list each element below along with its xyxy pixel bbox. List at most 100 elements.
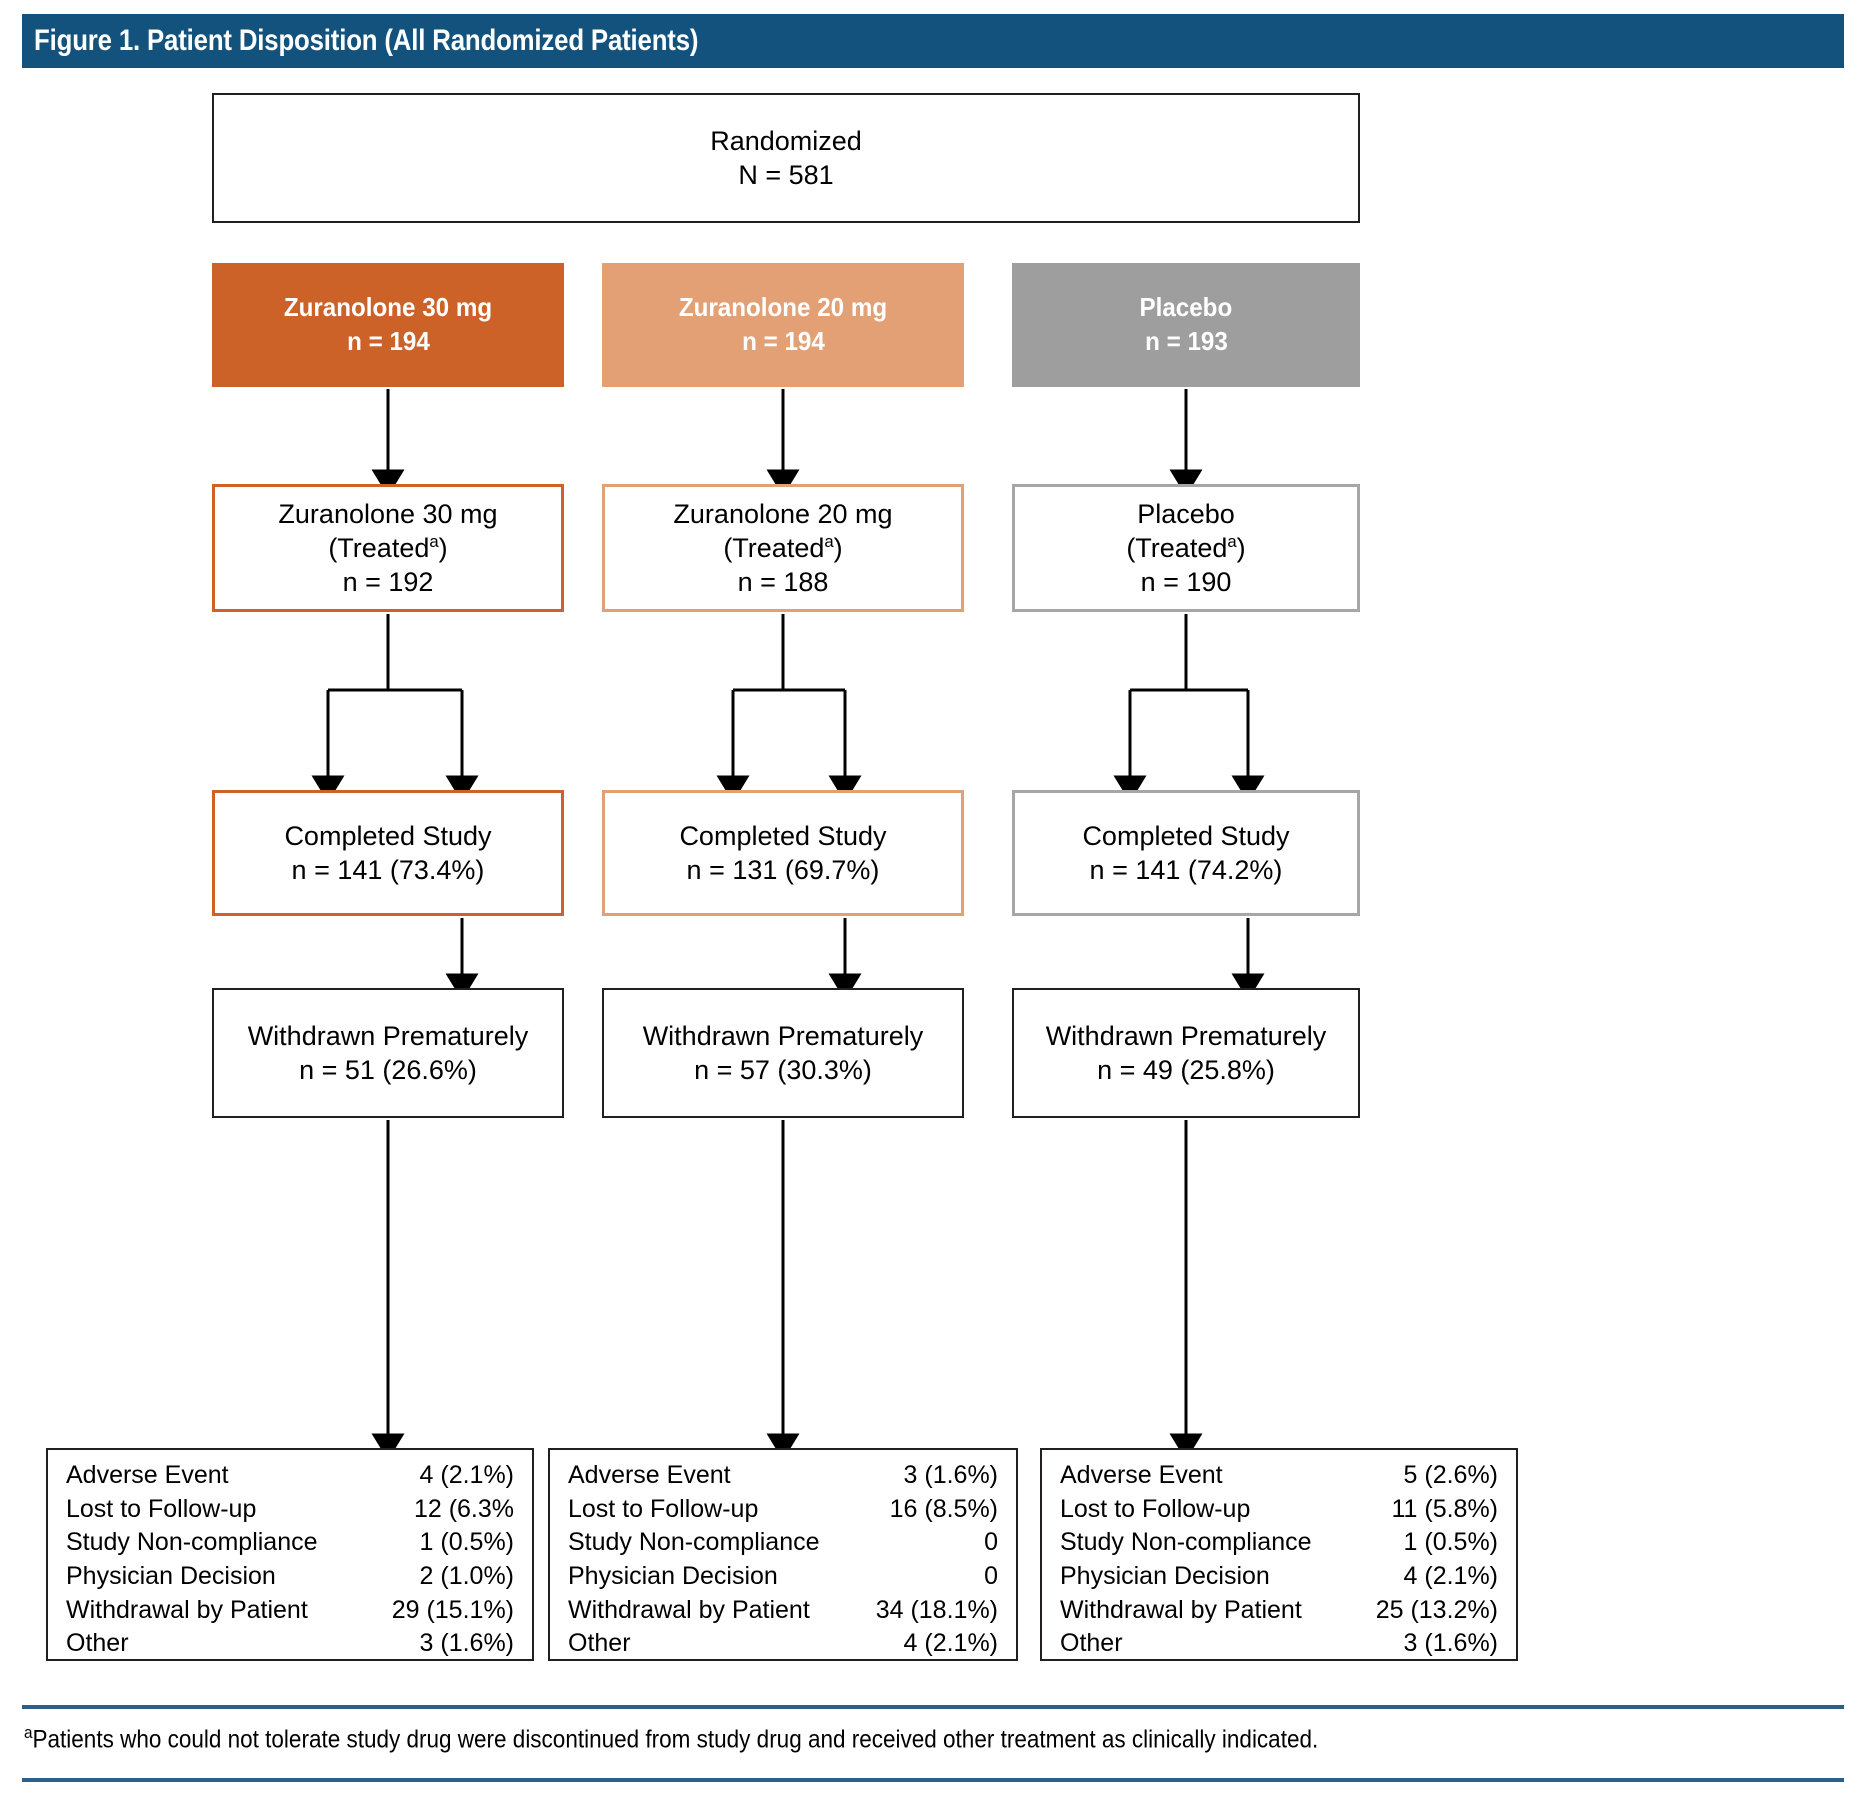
list-item: Lost to Follow-up 12 (6.3%	[66, 1493, 514, 1527]
withdrawn-count: n = 51 (26.6%)	[299, 1055, 477, 1085]
reason-value: 0	[984, 1561, 998, 1590]
group-header-label: Placebo	[1139, 292, 1233, 323]
treated-count: n = 192	[342, 567, 434, 597]
completed-label: Completed Study	[284, 820, 492, 851]
reason-label: Adverse Event	[1060, 1461, 1223, 1489]
list-item: Physician Decision 4 (2.1%)	[1060, 1560, 1498, 1594]
group-header-label: Zuranolone 30 mg	[283, 292, 493, 323]
footnote-rule-bottom	[22, 1778, 1844, 1782]
list-item: Study Non-compliance 1 (0.5%)	[66, 1526, 514, 1560]
reason-value: 12 (6.3%	[413, 1494, 514, 1523]
list-item: Lost to Follow-up 11 (5.8%)	[1060, 1493, 1498, 1527]
list-item: Study Non-compliance 0	[568, 1526, 998, 1560]
reason-value: 5 (2.6%)	[1403, 1461, 1498, 1489]
reason-label: Lost to Follow-up	[1060, 1494, 1251, 1523]
reason-label: Other	[568, 1629, 631, 1658]
withdrawn-count: n = 49 (25.8%)	[1097, 1055, 1275, 1085]
reason-label: Other	[1060, 1629, 1123, 1658]
group-header-label: Zuranolone 20 mg	[678, 292, 888, 323]
treated-box-zuranolone20: Zuranolone 20 mg (Treateda) n = 188	[602, 484, 964, 612]
reason-value: 3 (1.6%)	[1403, 1629, 1498, 1658]
list-item: Adverse Event 4 (2.1%)	[66, 1459, 514, 1493]
reason-value: 4 (2.1%)	[1403, 1561, 1498, 1590]
reason-label: Lost to Follow-up	[66, 1494, 257, 1523]
randomized-count: N = 581	[738, 160, 834, 190]
reason-value: 0	[984, 1528, 998, 1557]
reason-label: Withdrawal by Patient	[66, 1595, 308, 1624]
treated-label: Zuranolone 30 mg	[278, 498, 498, 529]
withdrawn-box-zuranolone20: Withdrawn Prematurely n = 57 (30.3%)	[602, 988, 964, 1118]
treated-box-placebo: Placebo (Treateda) n = 190	[1012, 484, 1360, 612]
withdrawn-label: Withdrawn Prematurely	[642, 1020, 924, 1051]
group-header-placebo: Placebo n = 193	[1012, 263, 1360, 387]
figure-title-banner: Figure 1. Patient Disposition (All Rando…	[22, 14, 1844, 68]
reason-label: Study Non-compliance	[66, 1528, 318, 1557]
reason-value: 29 (15.1%)	[391, 1595, 514, 1624]
withdrawn-box-placebo: Withdrawn Prematurely n = 49 (25.8%)	[1012, 988, 1360, 1118]
completed-label: Completed Study	[679, 820, 887, 851]
reason-value: 25 (13.2%)	[1375, 1595, 1498, 1624]
group-header-count: n = 194	[346, 326, 430, 356]
completed-count: n = 141 (73.4%)	[291, 855, 485, 885]
list-item: Withdrawal by Patient 34 (18.1%)	[568, 1594, 998, 1628]
treated-sublabel: (Treateda)	[328, 531, 448, 563]
list-item: Withdrawal by Patient 29 (15.1%)	[66, 1594, 514, 1628]
treated-count: n = 188	[737, 567, 829, 597]
treated-box-zuranolone30: Zuranolone 30 mg (Treateda) n = 192	[212, 484, 564, 612]
list-item: Study Non-compliance 1 (0.5%)	[1060, 1526, 1498, 1560]
list-item: Withdrawal by Patient 25 (13.2%)	[1060, 1594, 1498, 1628]
group-header-count: n = 194	[741, 326, 825, 356]
footnote-marker-a: a	[1227, 531, 1237, 551]
group-header-zuranolone30: Zuranolone 30 mg n = 194	[212, 263, 564, 387]
reason-label: Physician Decision	[1060, 1561, 1270, 1590]
withdrawn-label: Withdrawn Prematurely	[247, 1020, 529, 1051]
treated-sublabel: (Treateda)	[723, 531, 843, 563]
treated-count: n = 190	[1140, 567, 1232, 597]
reason-value: 4 (2.1%)	[903, 1629, 998, 1658]
group-header-zuranolone20: Zuranolone 20 mg n = 194	[602, 263, 964, 387]
reason-value: 1 (0.5%)	[419, 1528, 514, 1557]
footnote: aPatients who could not tolerate study d…	[24, 1723, 1662, 1754]
footnote-rule-top	[22, 1705, 1844, 1709]
withdrawn-label: Withdrawn Prematurely	[1045, 1020, 1327, 1051]
completed-box-placebo: Completed Study n = 141 (74.2%)	[1012, 790, 1360, 916]
withdrawal-reasons-placebo: Adverse Event 5 (2.6%) Lost to Follow-up 1…	[1040, 1448, 1518, 1661]
treated-sublabel: (Treateda)	[1126, 531, 1246, 563]
completed-box-zuranolone30: Completed Study n = 141 (73.4%)	[212, 790, 564, 916]
footnote-marker-a: a	[429, 531, 439, 551]
reason-value: 16 (8.5%)	[889, 1494, 998, 1523]
reason-value: 11 (5.8%)	[1391, 1494, 1498, 1523]
reason-value: 4 (2.1%)	[419, 1461, 514, 1489]
completed-box-zuranolone20: Completed Study n = 131 (69.7%)	[602, 790, 964, 916]
reason-value: 3 (1.6%)	[903, 1461, 998, 1489]
reason-label: Adverse Event	[66, 1461, 229, 1489]
reason-value: 1 (0.5%)	[1403, 1528, 1498, 1557]
completed-count: n = 131 (69.7%)	[686, 855, 880, 885]
randomized-label: Randomized	[710, 125, 862, 156]
reason-label: Adverse Event	[568, 1461, 731, 1489]
page-title: Figure 1. Patient Disposition (All Rando…	[34, 24, 699, 57]
reason-label: Withdrawal by Patient	[568, 1595, 810, 1624]
list-item: Physician Decision 0	[568, 1560, 998, 1594]
reason-label: Study Non-compliance	[1060, 1528, 1312, 1557]
list-item: Adverse Event 3 (1.6%)	[568, 1459, 998, 1493]
completed-count: n = 141 (74.2%)	[1089, 855, 1283, 885]
footnote-marker-a: a	[824, 531, 834, 551]
reason-label: Physician Decision	[568, 1561, 778, 1590]
list-item: Adverse Event 5 (2.6%)	[1060, 1459, 1498, 1493]
completed-label: Completed Study	[1082, 820, 1290, 851]
treated-label: Placebo	[1137, 498, 1235, 529]
list-item: Other 4 (2.1%)	[568, 1627, 998, 1661]
footnote-marker-a: a	[24, 1723, 33, 1742]
withdrawn-count: n = 57 (30.3%)	[694, 1055, 872, 1085]
reason-value: 34 (18.1%)	[875, 1595, 998, 1624]
withdrawal-reasons-zuranolone30: Adverse Event 4 (2.1%) Lost to Follow-up 1…	[46, 1448, 534, 1661]
reason-label: Withdrawal by Patient	[1060, 1595, 1302, 1624]
reason-label: Study Non-compliance	[568, 1528, 820, 1557]
reason-value: 3 (1.6%)	[419, 1629, 514, 1658]
